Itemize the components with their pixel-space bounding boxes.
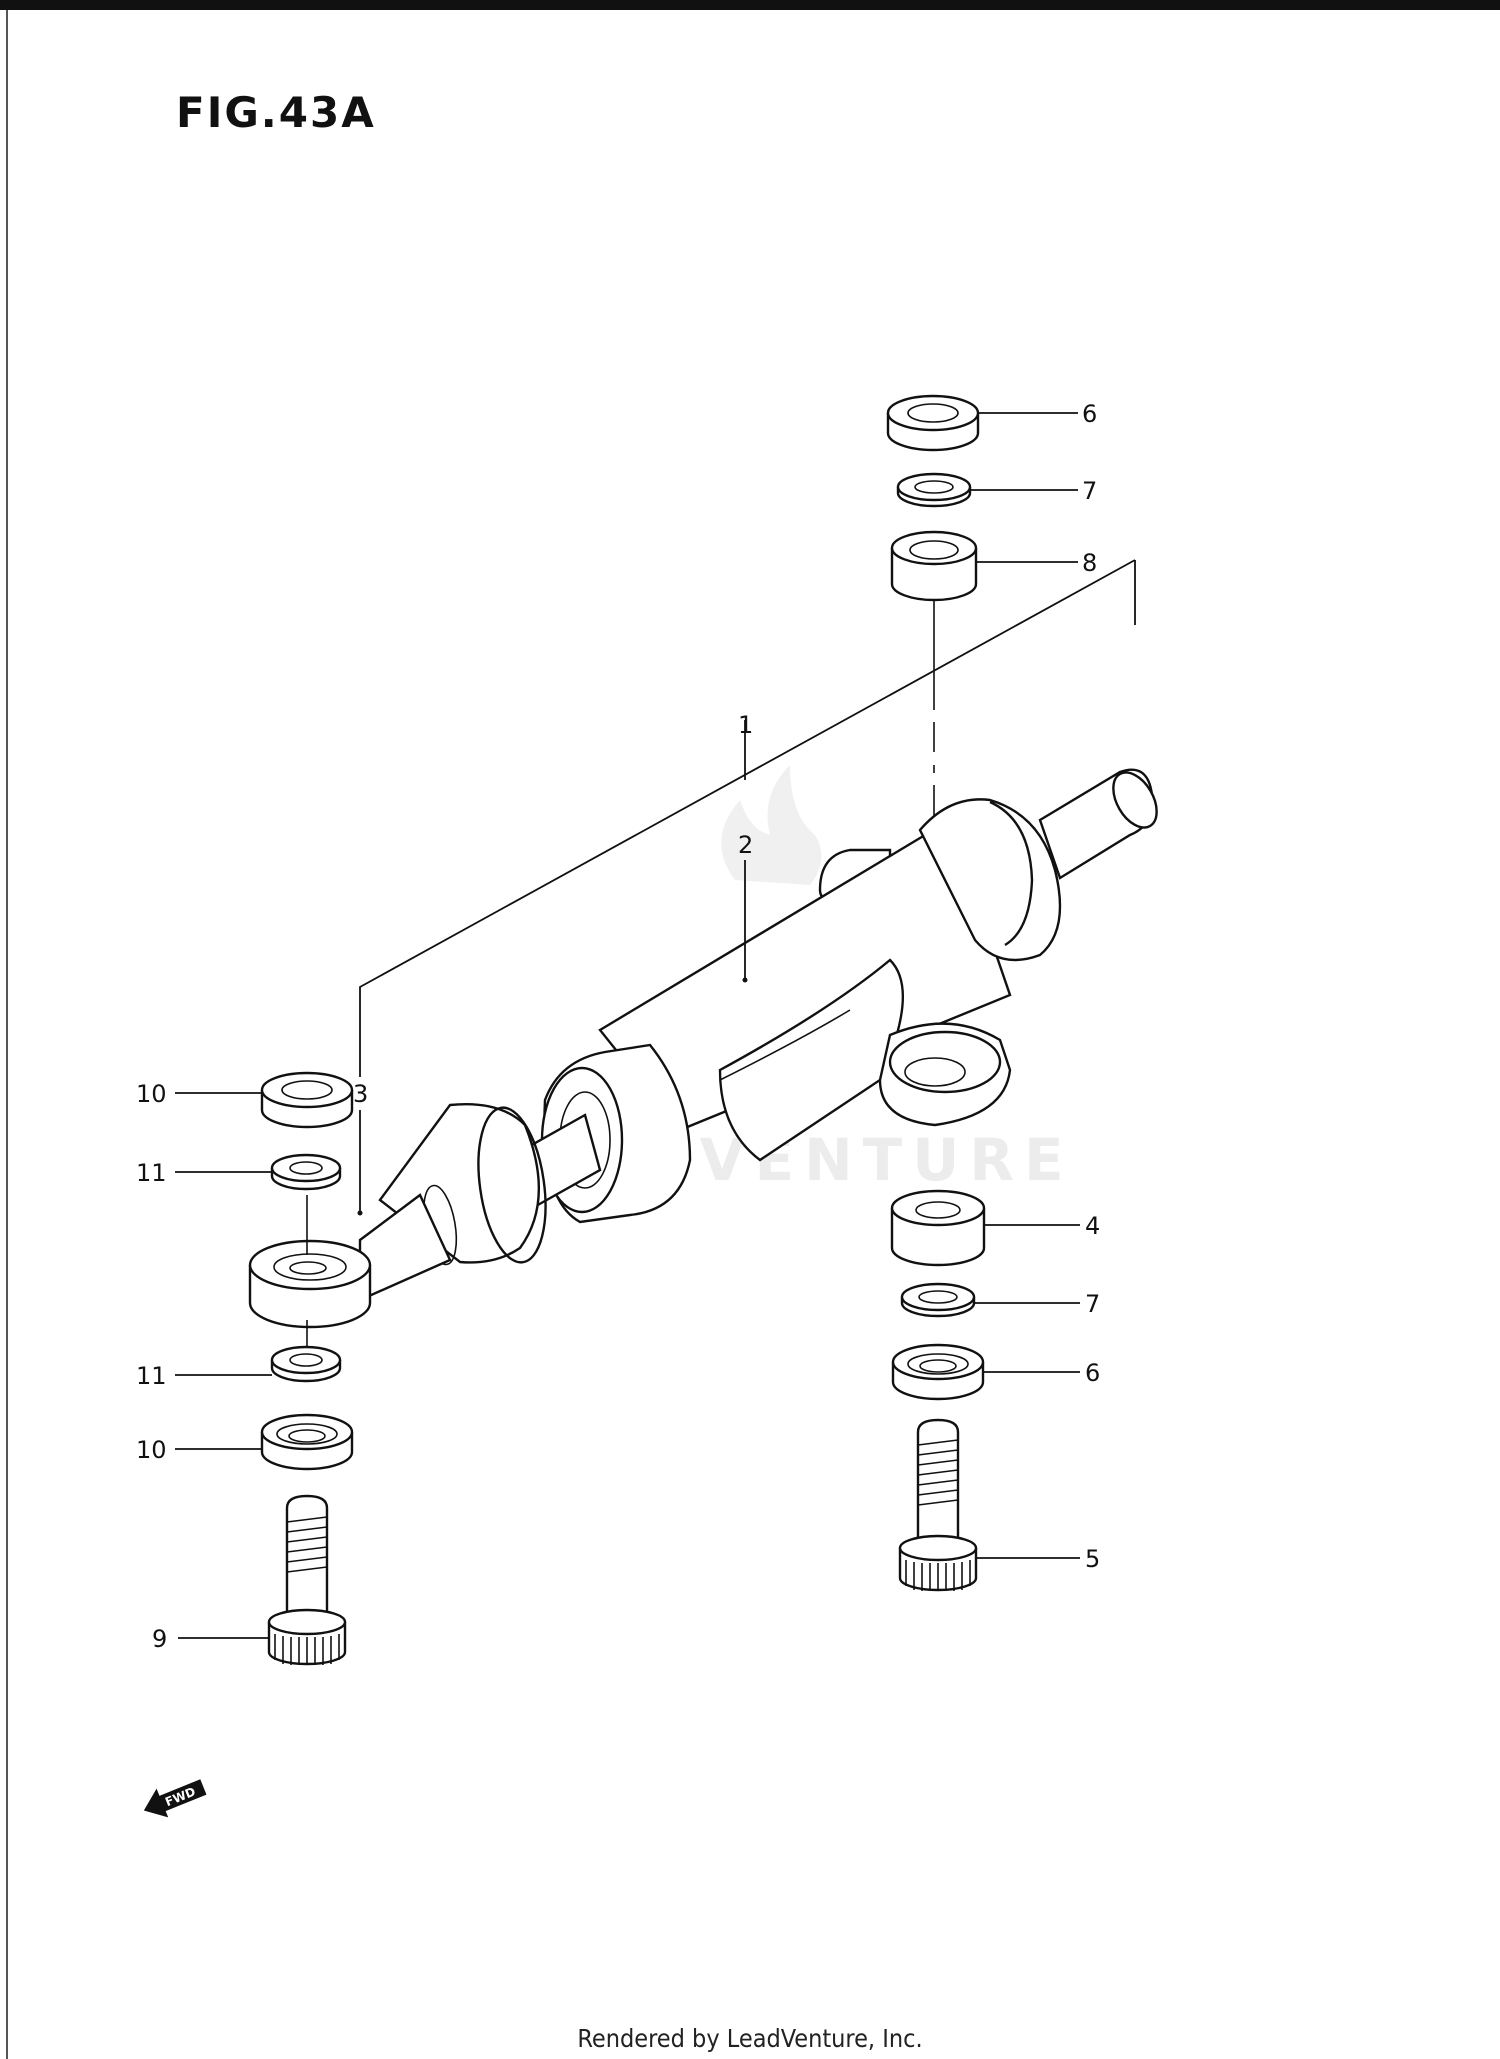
bolt-9: [267, 1494, 347, 1666]
footer-credit: Rendered by LeadVenture, Inc.: [577, 2024, 923, 2053]
left-border: [6, 10, 8, 2059]
washer-10-top: [260, 1071, 354, 1129]
fwd-arrow-icon: FWD: [143, 1779, 207, 1818]
callout-6-top: 6: [1082, 400, 1097, 428]
callout-1: 1: [738, 711, 753, 739]
washer-7-bottom: [900, 1282, 976, 1318]
bracket-1-line: [359, 559, 1136, 1077]
washer-7-top: [896, 472, 972, 508]
washer-6-bottom: [891, 1343, 985, 1401]
callout-7-bottom: 7: [1085, 1290, 1100, 1318]
bolt-5: [898, 1418, 978, 1592]
bushing-4: [890, 1189, 986, 1267]
callout-7-top: 7: [1082, 477, 1097, 505]
callout-8: 8: [1082, 549, 1097, 577]
washer-10-bottom: [260, 1413, 354, 1471]
callout-10-bottom: 10: [136, 1436, 167, 1464]
tie-rod-assembly: [248, 768, 1158, 1329]
callout-11-bottom: 11: [136, 1362, 167, 1390]
bushing-8: [890, 530, 978, 602]
callout-3: 3: [353, 1080, 368, 1108]
callout-6-bottom: 6: [1085, 1359, 1100, 1387]
callout-5: 5: [1085, 1545, 1100, 1573]
top-border: [0, 0, 1500, 10]
callout-4: 4: [1085, 1212, 1100, 1240]
callout-9: 9: [152, 1625, 167, 1653]
washer-6-top: [886, 394, 980, 452]
callout-11-top: 11: [136, 1159, 167, 1187]
callout-10-top: 10: [136, 1080, 167, 1108]
figure-title: FIG.43A: [176, 88, 376, 137]
washer-11-top: [270, 1153, 342, 1191]
washer-11-bottom: [270, 1345, 342, 1383]
callout-2: 2: [738, 831, 753, 859]
